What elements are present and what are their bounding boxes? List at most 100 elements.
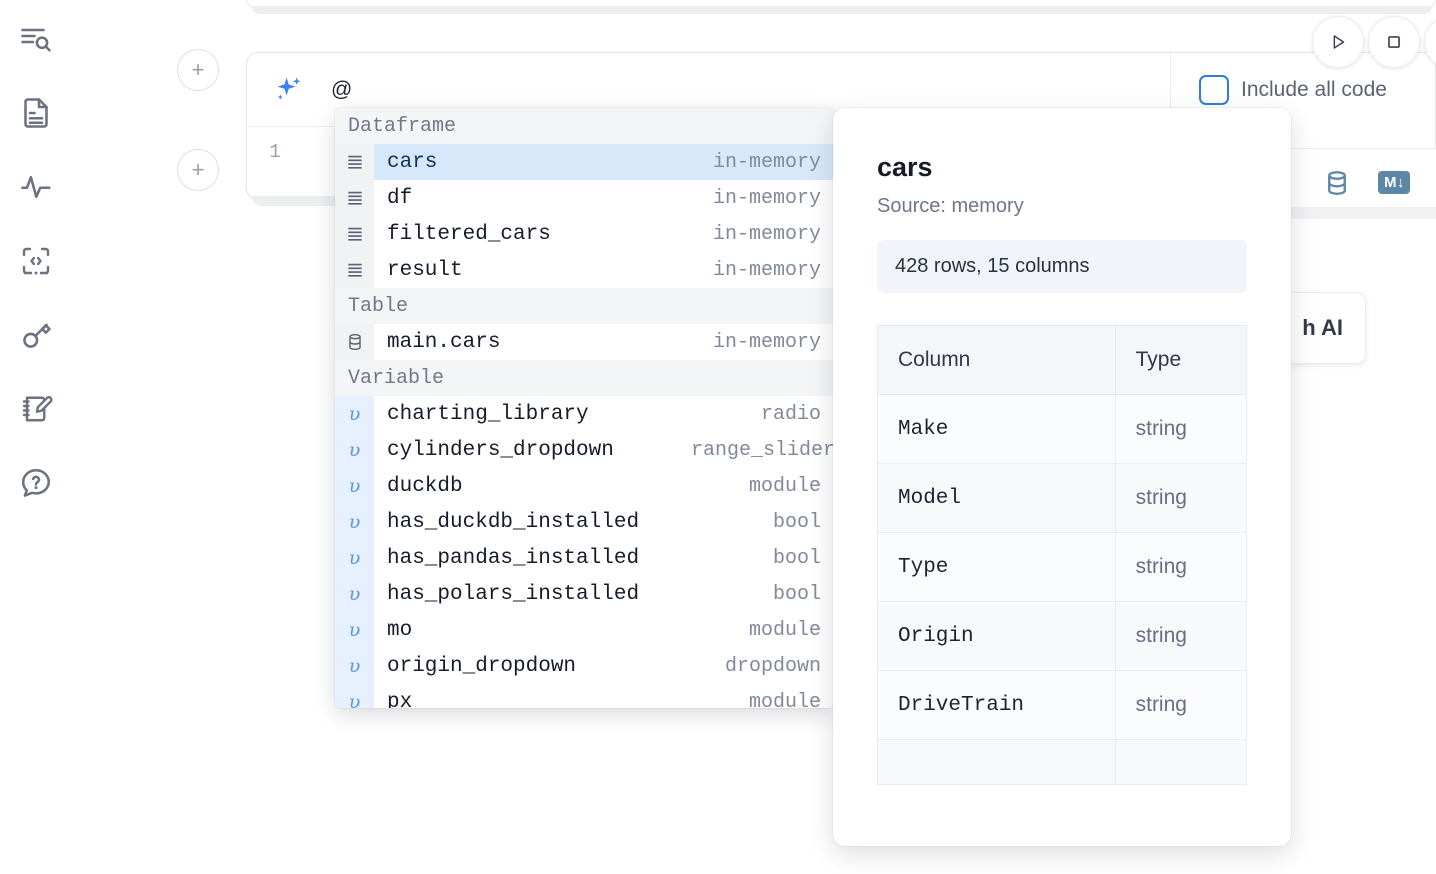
details-column-type: string <box>1115 671 1246 740</box>
previous-cell-shadow <box>252 6 1432 14</box>
autocomplete-item-name: has_polars_installed <box>374 583 773 606</box>
autocomplete-item[interactable]: filtered_carsin-memory <box>335 216 835 252</box>
markdown-badge[interactable]: M↓ <box>1378 171 1410 194</box>
add-cell-below-label: + <box>192 159 205 181</box>
details-column-type: string <box>1115 602 1246 671</box>
autocomplete-item-type: in-memory <box>713 259 835 282</box>
autocomplete-item-type: dropdown <box>725 655 835 678</box>
details-table-row: DriveTrainstring <box>878 671 1247 740</box>
details-table-header-row: ColumnType <box>878 326 1247 395</box>
autocomplete-item[interactable]: υduckdbmodule <box>335 468 835 504</box>
dataframe-details-panel: cars Source: memory 428 rows, 15 columns… <box>833 108 1291 846</box>
details-table-row: Typestring <box>878 533 1247 602</box>
autocomplete-item[interactable]: main.carsin-memory <box>335 324 835 360</box>
autocomplete-item-type: in-memory <box>713 331 835 354</box>
scratchpad-edit-icon[interactable] <box>13 386 59 432</box>
details-stats-badge: 428 rows, 15 columns <box>877 240 1247 293</box>
ai-prompt-input[interactable] <box>329 70 1170 110</box>
details-table-header-cell: Column <box>878 326 1116 395</box>
details-column-name <box>878 740 1116 785</box>
add-cell-above-button[interactable]: + <box>177 49 219 91</box>
secrets-key-icon[interactable] <box>13 312 59 358</box>
variable-upsilon-icon: υ <box>335 504 374 540</box>
autocomplete-item-type: in-memory <box>713 187 835 210</box>
autocomplete-item-type: bool <box>773 511 835 534</box>
details-column-type: string <box>1115 464 1246 533</box>
variable-upsilon-icon: υ <box>335 468 374 504</box>
autocomplete-item[interactable]: υmomodule <box>335 612 835 648</box>
autocomplete-item-name: charting_library <box>374 403 761 426</box>
run-cell-button[interactable] <box>1312 16 1364 68</box>
autocomplete-item[interactable]: carsin-memory <box>335 144 835 180</box>
dataframe-rows-icon <box>335 216 374 252</box>
autocomplete-item[interactable]: υpxmodule <box>335 684 835 708</box>
autocomplete-item-type: radio <box>761 403 835 426</box>
details-schema-table: ColumnType MakestringModelstringTypestri… <box>877 325 1247 785</box>
include-all-code-label: Include all code <box>1241 78 1387 102</box>
autocomplete-item[interactable]: resultin-memory <box>335 252 835 288</box>
document-icon[interactable] <box>13 90 59 136</box>
dataframe-rows-icon <box>335 252 374 288</box>
autocomplete-item-name: result <box>374 259 713 282</box>
include-all-code-checkbox[interactable] <box>1199 75 1229 105</box>
autocomplete-item-name: mo <box>374 619 749 642</box>
autocomplete-item[interactable]: dfin-memory <box>335 180 835 216</box>
details-table-row: Originstring <box>878 602 1247 671</box>
autocomplete-item[interactable]: υhas_duckdb_installedbool <box>335 504 835 540</box>
autocomplete-item[interactable]: υhas_polars_installedbool <box>335 576 835 612</box>
autocomplete-group-header: Variable <box>335 360 835 396</box>
autocomplete-item-type: module <box>749 475 835 498</box>
code-snippet-icon[interactable] <box>13 238 59 284</box>
dataframe-rows-icon <box>335 180 374 216</box>
details-table-body: MakestringModelstringTypestringOriginstr… <box>878 395 1247 785</box>
autocomplete-item[interactable]: υhas_pandas_installedbool <box>335 540 835 576</box>
dataframe-rows-icon <box>335 144 374 180</box>
database-icon <box>335 324 374 360</box>
autocomplete-group-header: Dataframe <box>335 108 835 144</box>
variable-upsilon-icon: υ <box>335 612 374 648</box>
autocomplete-item-type: in-memory <box>713 151 835 174</box>
autocomplete-item-type: module <box>749 619 835 642</box>
details-table-row: Modelstring <box>878 464 1247 533</box>
variable-upsilon-icon: υ <box>335 432 374 468</box>
include-all-code-control[interactable]: Include all code <box>1199 75 1387 105</box>
database-icon[interactable] <box>1322 168 1352 198</box>
details-column-name: Make <box>878 395 1116 464</box>
autocomplete-group-header: Table <box>335 288 835 324</box>
autocomplete-item-name: df <box>374 187 713 210</box>
autocomplete-item-name: has_pandas_installed <box>374 547 773 570</box>
autocomplete-item[interactable]: υcharting_libraryradio <box>335 396 835 432</box>
autocomplete-dropdown[interactable]: Dataframecarsin-memorydfin-memoryfiltere… <box>335 108 835 708</box>
details-table-header-cell: Type <box>1115 326 1246 395</box>
details-column-type: string <box>1115 395 1246 464</box>
variable-upsilon-icon: υ <box>335 396 374 432</box>
autocomplete-item-name: origin_dropdown <box>374 655 725 678</box>
add-cell-below-button[interactable]: + <box>177 149 219 191</box>
variable-upsilon-icon: υ <box>335 540 374 576</box>
details-column-type <box>1115 740 1246 785</box>
help-chat-icon[interactable] <box>13 460 59 506</box>
details-column-name: DriveTrain <box>878 671 1116 740</box>
autocomplete-item-type: bool <box>773 547 835 570</box>
details-table-row: Makestring <box>878 395 1247 464</box>
autocomplete-item-type: range_slider <box>691 439 835 462</box>
autocomplete-item-name: cylinders_dropdown <box>374 439 691 462</box>
autocomplete-item-type: bool <box>773 583 835 606</box>
variable-upsilon-icon: υ <box>335 684 374 708</box>
autocomplete-item-type: module <box>749 691 835 709</box>
stop-cell-button[interactable] <box>1368 16 1420 68</box>
add-cell-above-label: + <box>192 59 205 81</box>
activity-icon[interactable] <box>13 164 59 210</box>
variable-upsilon-icon: υ <box>335 648 374 684</box>
details-column-type: string <box>1115 533 1246 602</box>
left-icon-rail <box>0 0 72 874</box>
autocomplete-item-name: filtered_cars <box>374 223 713 246</box>
autocomplete-item[interactable]: υorigin_dropdowndropdown <box>335 648 835 684</box>
variable-upsilon-icon: υ <box>335 576 374 612</box>
details-column-name: Type <box>878 533 1116 602</box>
autocomplete-item[interactable]: υcylinders_dropdownrange_slider <box>335 432 835 468</box>
autocomplete-item-name: px <box>374 691 749 709</box>
autocomplete-item-name: main.cars <box>374 331 713 354</box>
outline-search-icon[interactable] <box>13 16 59 62</box>
